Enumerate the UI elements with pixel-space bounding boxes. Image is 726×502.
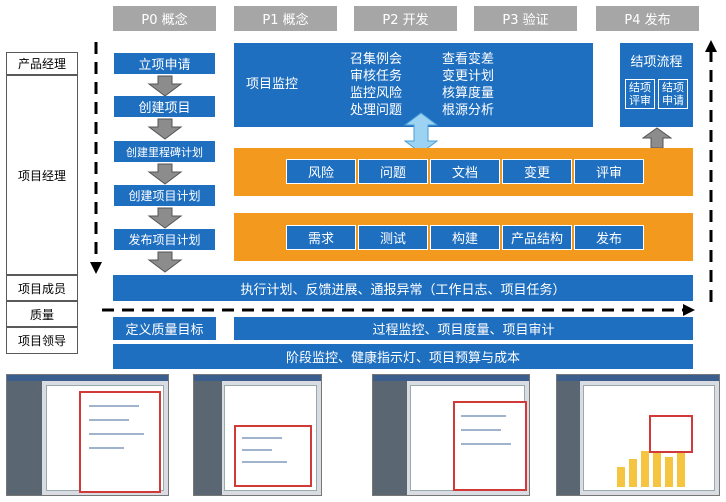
flow-arrow-3 — [147, 163, 183, 185]
monitor-col2: 查看变差 变更计划 核算度量 根源分析 — [442, 51, 494, 119]
closeout-review-button[interactable]: 结项评审 — [625, 79, 655, 109]
phase-p3: P3 验证 — [474, 6, 577, 31]
monitor-item[interactable]: 根源分析 — [442, 103, 495, 118]
role-quality: 质量 — [6, 301, 78, 327]
review-button[interactable]: 评审 — [574, 159, 644, 184]
step-project-application[interactable]: 立项申请 — [113, 52, 216, 75]
step-create-project[interactable]: 创建项目 — [113, 95, 216, 118]
dashed-right-arrow — [102, 304, 695, 316]
flow-arrow-5 — [147, 251, 183, 273]
change-button[interactable]: 变更 — [502, 159, 572, 184]
monitor-item[interactable]: 监控风险 — [350, 86, 403, 101]
closeout-review-label: 结项评审 — [629, 81, 651, 107]
monitor-item[interactable]: 查看变差 — [442, 52, 495, 67]
dashed-up-arrow — [705, 40, 717, 304]
chart-bars-icon — [617, 437, 707, 487]
monitor-item[interactable]: 处理问题 — [350, 103, 403, 118]
monitor-item[interactable]: 变更计划 — [442, 69, 495, 84]
phase-p2: P2 开发 — [354, 6, 457, 31]
monitor-item[interactable]: 核算度量 — [442, 86, 495, 101]
monitor-item[interactable]: 召集例会 — [350, 52, 403, 67]
step-create-project-plan[interactable]: 创建项目计划 — [113, 184, 216, 207]
phase-p0: P0 概念 — [113, 6, 216, 31]
leader-bar[interactable]: 阶段监控、健康指示灯、项目预算与成本 — [113, 344, 693, 369]
release-button[interactable]: 发布 — [574, 225, 644, 250]
phase-p4: P4 发布 — [596, 6, 699, 31]
monitor-item[interactable]: 审核任务 — [350, 69, 403, 84]
project-monitor-panel: 项目监控 召集例会 审核任务 监控风险 处理问题 查看变差 变更计划 核算度量 … — [234, 43, 593, 127]
step-publish-project-plan[interactable]: 发布项目计划 — [113, 228, 216, 251]
phase-p1: P1 概念 — [234, 6, 337, 31]
screenshot-thumbnail-4[interactable] — [556, 374, 720, 496]
risk-button[interactable]: 风险 — [286, 159, 356, 184]
role-product-manager: 产品经理 — [6, 52, 78, 75]
test-button[interactable]: 测试 — [358, 225, 428, 250]
screenshot-thumbnail-1[interactable] — [6, 374, 169, 496]
quality-bar[interactable]: 过程监控、项目度量、项目审计 — [234, 317, 693, 340]
closeout-apply-label: 结项申请 — [662, 81, 684, 107]
build-button[interactable]: 构建 — [430, 225, 500, 250]
screenshot-thumbnail-2[interactable] — [193, 374, 322, 496]
monitor-col1: 召集例会 审核任务 监控风险 处理问题 — [350, 51, 402, 119]
closeout-apply-button[interactable]: 结项申请 — [658, 79, 688, 109]
issue-button[interactable]: 问题 — [358, 159, 428, 184]
requirements-button[interactable]: 需求 — [286, 225, 356, 250]
dashed-down-arrow — [90, 42, 102, 274]
step-create-milestone-plan[interactable]: 创建里程碑计划 — [113, 140, 216, 163]
document-button[interactable]: 文档 — [430, 159, 500, 184]
role-project-leader: 项目领导 — [6, 327, 78, 354]
closeout-panel: 结项流程 结项评审 结项申请 — [620, 43, 693, 127]
member-bar[interactable]: 执行计划、反馈进展、通报异常（工作日志、项目任务） — [113, 275, 693, 301]
quality-goal-button[interactable]: 定义质量目标 — [113, 317, 216, 340]
up-arrow — [642, 127, 672, 149]
flow-arrow-4 — [147, 207, 183, 229]
flow-arrow-1 — [147, 75, 183, 97]
screenshot-thumbnail-3[interactable] — [372, 374, 530, 496]
flow-arrow-2 — [147, 118, 183, 140]
closeout-title: 结项流程 — [630, 55, 683, 70]
product-structure-button[interactable]: 产品结构 — [502, 225, 572, 250]
project-monitor-title: 项目监控 — [246, 77, 299, 92]
role-project-manager: 项目经理 — [6, 75, 78, 275]
role-project-member: 项目成员 — [6, 275, 78, 301]
